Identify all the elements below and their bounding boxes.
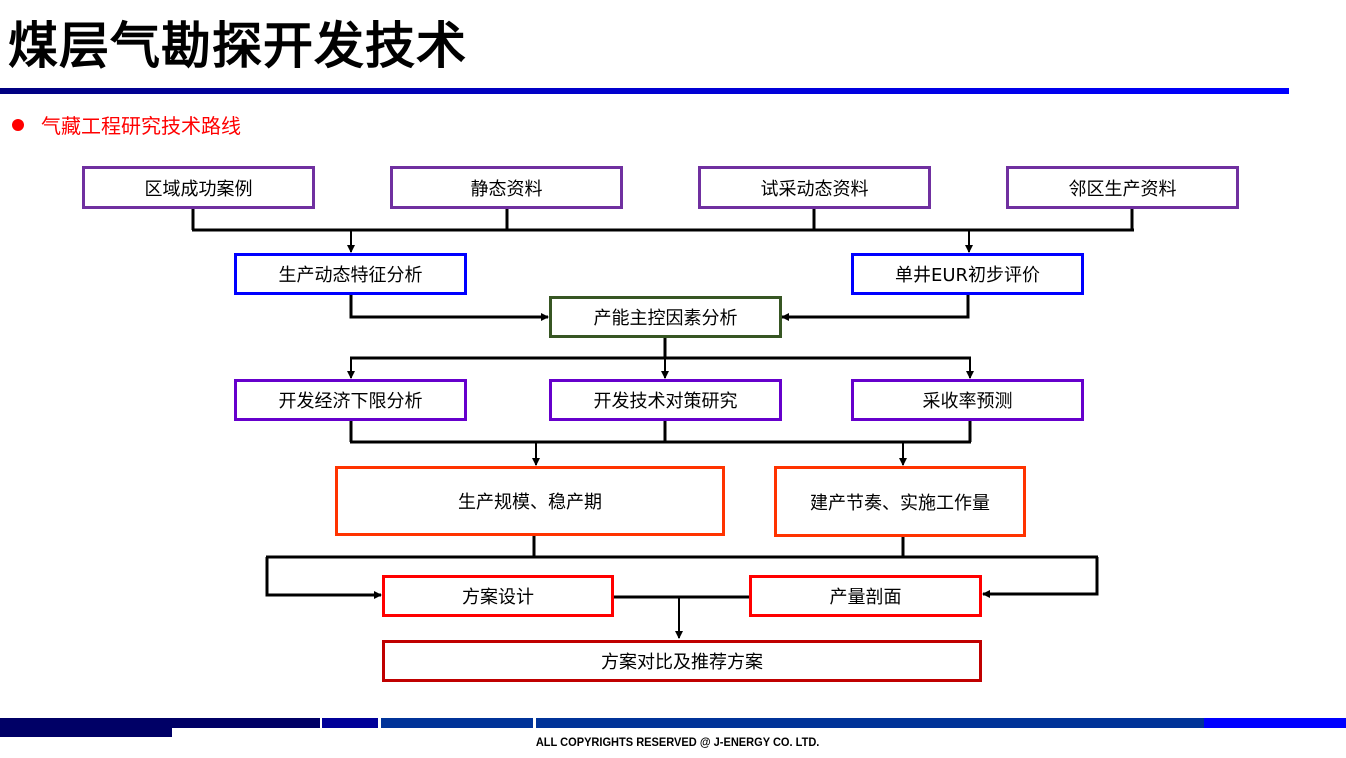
arrow-right-to-core [781, 294, 970, 321]
footer-bar-navy [0, 718, 320, 728]
copyright-footer: ALL COPYRIGHTS RESERVED @ J-ENERGY CO. L… [535, 735, 820, 749]
recovery-rate-forecast: 采收率预测 [851, 379, 1084, 421]
footer-bar-navy-tab [0, 728, 172, 737]
footer-bar-blue-2 [536, 718, 1204, 728]
title-underline [0, 88, 1289, 94]
input-trial-production-data: 试采动态资料 [698, 166, 931, 209]
arrow-to-production-profile [982, 557, 1099, 598]
production-scale-plateau: 生产规模、稳产期 [335, 466, 725, 536]
slide-title: 煤层气勘探开发技术 [8, 17, 467, 75]
bullet-dot-icon [12, 119, 24, 131]
production-profile: 产量剖面 [749, 575, 982, 617]
single-well-eur-evaluation: 单井EUR初步评价 [851, 253, 1084, 295]
plan-comparison-recommendation: 方案对比及推荐方案 [382, 640, 982, 682]
input-adjacent-production-data: 邻区生产资料 [1006, 166, 1239, 209]
development-strategy-study: 开发技术对策研究 [549, 379, 782, 421]
input-static-data: 静态资料 [390, 166, 623, 209]
footer-bar-dark-blue [322, 718, 378, 728]
arrow-left-to-core [349, 294, 549, 321]
construction-pace-workload: 建产节奏、实施工作量 [774, 466, 1026, 537]
plan-design: 方案设计 [382, 575, 614, 617]
productivity-factor-analysis: 产能主控因素分析 [549, 296, 782, 338]
arrow-to-plan-design [265, 557, 382, 599]
input-regional-cases: 区域成功案例 [82, 166, 315, 209]
production-dynamics-analysis: 生产动态特征分析 [234, 253, 467, 295]
section-subtitle: 气藏工程研究技术路线 [41, 114, 241, 138]
footer-bar-blue-1 [381, 718, 533, 728]
footer-bar-bright-blue [1204, 718, 1346, 728]
economic-limit-analysis: 开发经济下限分析 [234, 379, 467, 421]
